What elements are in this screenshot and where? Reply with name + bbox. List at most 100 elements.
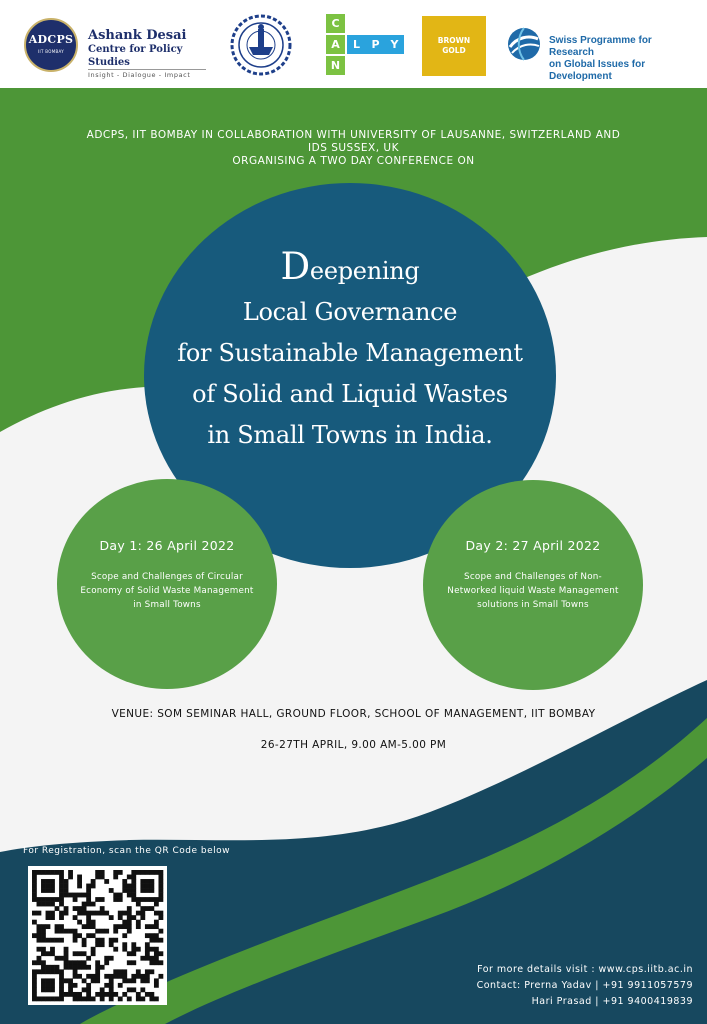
qr-module [36,897,42,902]
qr-module [59,928,64,934]
title-line4: of Solid and Liquid Wastes [192,380,508,408]
qr-module [99,942,105,948]
qr-module [86,901,92,907]
qr-module [59,969,64,975]
qr-module [144,942,150,948]
qr-module [41,870,46,875]
qr-module [144,924,150,930]
qr-module [149,883,155,889]
qr-module [54,955,60,961]
qr-module [45,964,51,970]
calpy-logo: C A L P Y N [326,14,404,76]
qr-module [63,888,69,893]
brown-gold-line2: GOLD [442,46,466,55]
qr-module [95,937,101,943]
qr-module [117,924,123,930]
qr-module [126,951,132,957]
qr-module [153,897,159,902]
qr-module [41,883,46,889]
qr-module [122,888,128,893]
qr-module [86,892,92,898]
dates-text: 26-27TH APRIL, 9.00 AM-5.00 PM [260,739,447,751]
qr-module [131,942,137,948]
qr-module [149,955,155,961]
qr-module [135,969,141,975]
qr-module [131,951,137,957]
registration-label: For Registration, scan the QR Code below [23,846,230,856]
qr-module [104,960,110,966]
qr-module [117,892,123,898]
qr-module [59,996,64,1002]
qr-module [36,946,42,952]
qr-module [41,897,46,902]
qr-module [86,888,92,893]
qr-module [72,892,78,898]
qr-module [108,915,114,920]
qr-module [59,978,64,984]
qr-module [117,915,123,920]
qr-module [122,919,128,925]
qr-module [131,879,137,884]
qr-module [50,870,55,875]
qr-module [68,928,73,934]
qr-module [77,919,82,925]
qr-module [45,951,51,957]
title-line2: Local Governance [242,298,458,326]
qr-module [41,987,46,993]
qr-module [81,964,87,970]
qr-module [140,897,146,902]
qr-module [158,897,164,902]
qr-module [41,933,46,939]
qr-module [149,933,155,939]
qr-module [50,915,55,920]
qr-module [149,888,155,893]
qr-module [135,919,141,925]
qr-code[interactable] [28,866,167,1005]
qr-module [36,996,42,1002]
qr-module [158,892,164,898]
qr-module [45,978,51,984]
qr-module [140,987,146,993]
qr-module [63,879,69,884]
qr-module [113,991,119,997]
qr-module [59,973,64,979]
qr-module [144,951,150,957]
qr-module [122,942,128,948]
qr-module [36,937,42,943]
qr-module [131,897,137,902]
qr-module [113,892,119,898]
qr-module [158,951,164,957]
qr-module [41,888,46,893]
day1-description: Scope and Challenges of Circular Economy… [80,572,254,610]
qr-module [41,901,46,907]
qr-module [41,978,46,984]
qr-module [81,960,87,966]
intro-text: ADCPS, IIT BOMBAY IN COLLABORATION WITH … [40,129,667,168]
qr-module [108,955,114,961]
qr-module [153,870,159,875]
qr-module [54,996,60,1002]
qr-module [68,987,73,993]
qr-module [54,964,60,970]
qr-module [32,888,37,893]
qr-module [63,978,69,984]
website-line: For more details visit : www.cps.iitb.ac… [477,964,693,975]
qr-module [50,978,55,984]
qr-module [95,960,101,966]
qr-module [95,973,101,979]
qr-module [77,964,82,970]
qr-module [50,964,55,970]
qr-module [99,874,105,880]
qr-module [50,937,55,943]
qr-module [77,991,82,997]
qr-module [54,897,60,902]
qr-module [122,924,128,930]
qr-module [95,991,101,997]
qr-module [95,870,101,875]
qr-module [126,996,132,1002]
qr-module [149,924,155,930]
qr-module [50,987,55,993]
qr-module [36,901,42,907]
qr-module [32,919,37,925]
qr-module [113,897,119,902]
